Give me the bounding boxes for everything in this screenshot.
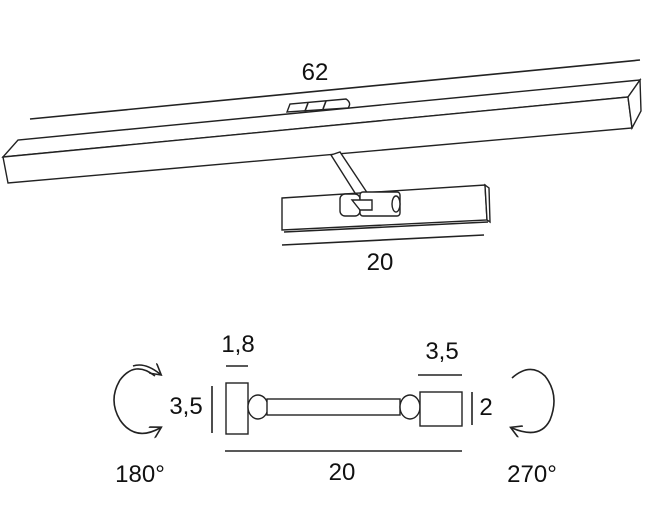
top-view: 62 20	[1, 59, 642, 276]
light-bar	[1, 77, 642, 184]
right-rotation-label: 270°	[507, 461, 557, 488]
side-view: 180° 1,8 3,5 3,5 2 20 270°	[113, 331, 557, 488]
lamp-head	[225, 382, 249, 435]
joint-right	[399, 394, 421, 420]
base-height-label: 2	[479, 394, 492, 421]
length-label: 62	[302, 59, 329, 86]
arm-label: 20	[367, 249, 394, 276]
base-width-label: 3,5	[425, 338, 458, 365]
joint-left	[247, 394, 269, 420]
wall-base	[281, 183, 491, 233]
left-rotation-label: 180°	[115, 461, 165, 488]
head-height-label: 3,5	[169, 393, 202, 420]
arm-dimension-line	[281, 234, 485, 246]
rotate-180-icon	[113, 365, 160, 433]
bar-hinge	[285, 98, 351, 113]
arm-rod	[266, 398, 401, 416]
head-width-label: 1,8	[221, 331, 254, 358]
length-dimension-line	[29, 59, 641, 120]
rotate-270-icon	[512, 368, 555, 432]
wall-mount	[419, 391, 463, 427]
arm-length-label: 20	[329, 459, 356, 486]
